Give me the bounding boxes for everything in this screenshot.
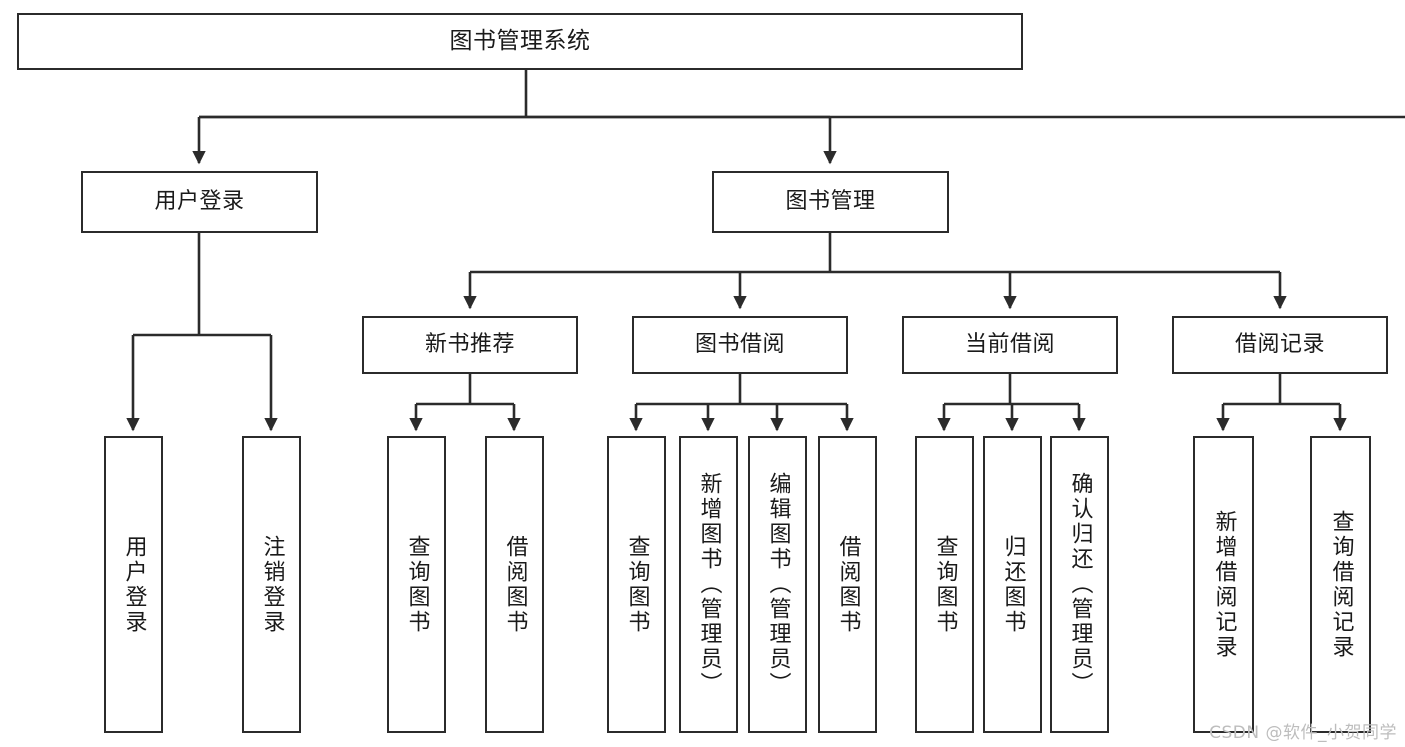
node-root[interactable]: 图书管理系统 xyxy=(17,13,1023,70)
leaf-query-book-3-label: 查询图书 xyxy=(932,534,958,635)
leaf-add-borrow-record[interactable]: 新增借阅记录 xyxy=(1193,436,1254,733)
node-book-manage[interactable]: 图书管理 xyxy=(712,171,949,233)
leaf-confirm-return-admin[interactable]: 确认归还（管理员） xyxy=(1050,436,1109,733)
node-book-manage-label: 图书管理 xyxy=(785,188,876,214)
node-borrow-record[interactable]: 借阅记录 xyxy=(1172,316,1388,374)
leaf-edit-book-admin[interactable]: 编辑图书（管理员） xyxy=(748,436,807,733)
leaf-logout-login-label: 注销登录 xyxy=(259,534,285,635)
leaf-query-book-1-label: 查询图书 xyxy=(404,534,430,635)
node-book-borrow[interactable]: 图书借阅 xyxy=(632,316,848,374)
node-current-borrow-label: 当前借阅 xyxy=(964,331,1055,357)
node-new-book-recommend[interactable]: 新书推荐 xyxy=(362,316,578,374)
leaf-query-book-3[interactable]: 查询图书 xyxy=(915,436,974,733)
node-new-book-recommend-label: 新书推荐 xyxy=(424,331,515,357)
leaf-edit-book-admin-label: 编辑图书（管理员） xyxy=(765,472,791,697)
node-borrow-record-label: 借阅记录 xyxy=(1234,331,1325,357)
leaf-add-borrow-record-label: 新增借阅记录 xyxy=(1211,509,1237,660)
watermark-text: CSDN @软件_小贺同学 xyxy=(1209,723,1397,743)
leaf-query-book-1[interactable]: 查询图书 xyxy=(387,436,446,733)
leaf-query-book-2[interactable]: 查询图书 xyxy=(607,436,666,733)
leaf-add-book-admin-label: 新增图书（管理员） xyxy=(696,472,722,697)
leaf-return-book-label: 归还图书 xyxy=(1000,534,1026,635)
leaf-borrow-book-2[interactable]: 借阅图书 xyxy=(818,436,877,733)
node-user-login[interactable]: 用户登录 xyxy=(81,171,318,233)
leaf-user-login-label: 用户登录 xyxy=(121,534,147,635)
leaf-logout-login[interactable]: 注销登录 xyxy=(242,436,301,733)
leaf-query-book-2-label: 查询图书 xyxy=(624,534,650,635)
leaf-add-book-admin[interactable]: 新增图书（管理员） xyxy=(679,436,738,733)
leaf-borrow-book-1-label: 借阅图书 xyxy=(502,534,528,635)
leaf-borrow-book-1[interactable]: 借阅图书 xyxy=(485,436,544,733)
node-current-borrow[interactable]: 当前借阅 xyxy=(902,316,1118,374)
leaf-return-book[interactable]: 归还图书 xyxy=(983,436,1042,733)
node-root-label: 图书管理系统 xyxy=(449,27,591,54)
leaf-confirm-return-admin-label: 确认归还（管理员） xyxy=(1067,472,1093,697)
node-user-login-label: 用户登录 xyxy=(154,188,245,214)
leaf-query-borrow-record-label: 查询借阅记录 xyxy=(1328,509,1354,660)
leaf-borrow-book-2-label: 借阅图书 xyxy=(835,534,861,635)
leaf-user-login[interactable]: 用户登录 xyxy=(104,436,163,733)
leaf-query-borrow-record[interactable]: 查询借阅记录 xyxy=(1310,436,1371,733)
node-book-borrow-label: 图书借阅 xyxy=(694,331,785,357)
